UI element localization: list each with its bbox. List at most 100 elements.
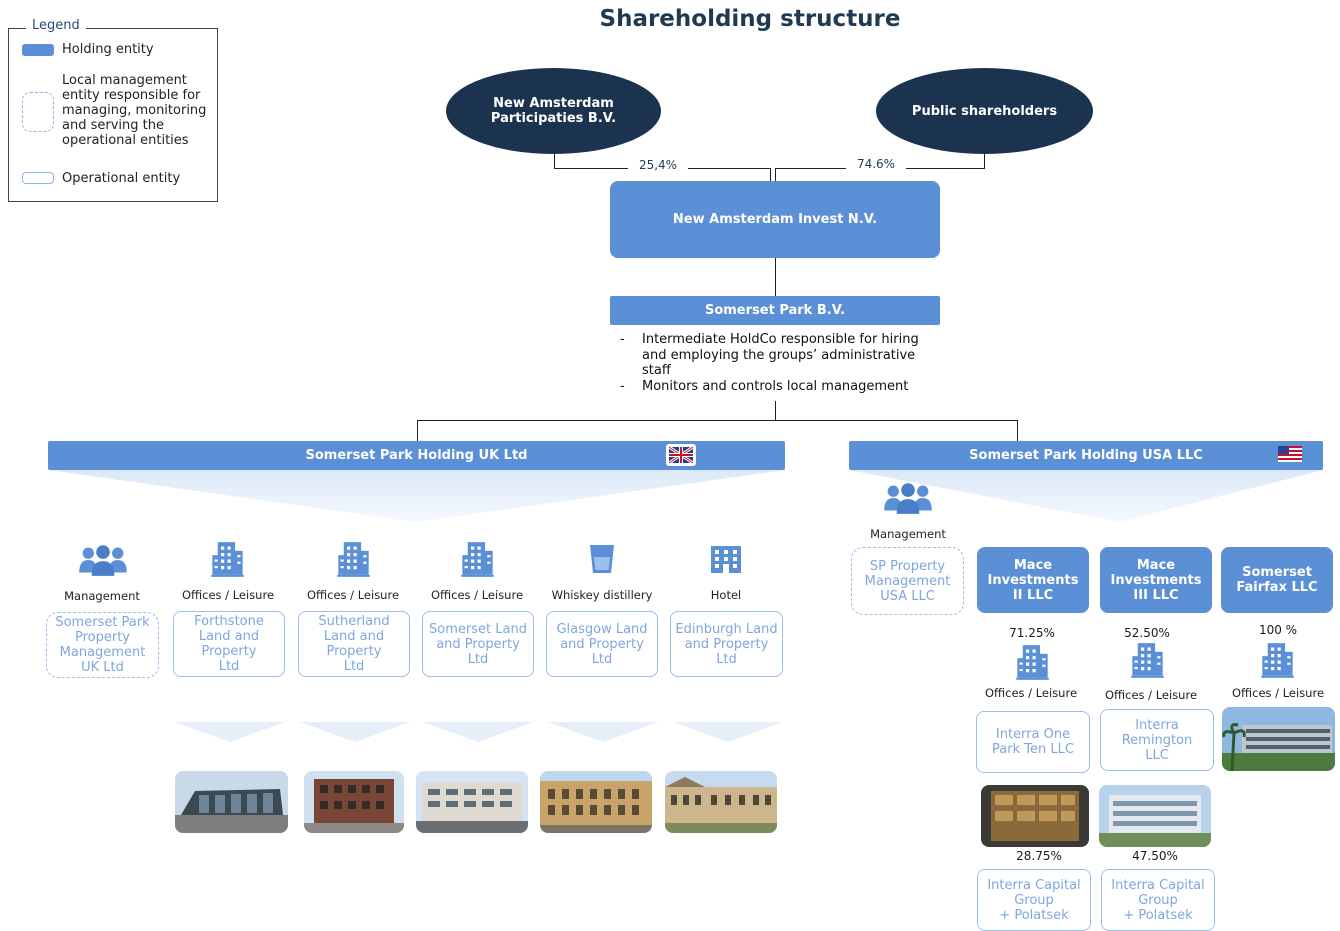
entity-line: Somerset [1242,565,1312,580]
uk-entity-type: Offices / Leisure [306,588,400,602]
entity-line: and Property [436,636,520,652]
property-photo [665,771,777,833]
uk-entity-type: Whiskey distillery [551,588,653,602]
entity-line: Management [864,573,951,589]
usa-entity-type: Offices / Leisure [1104,688,1198,702]
connector [554,154,555,169]
uk-entity-type: Management [64,589,140,603]
legend-operational-swatch [22,172,54,184]
uk-fan-shape [48,470,785,522]
connector [1017,420,1018,441]
entity-line: Ltd [343,659,365,674]
entity-line: LLC [1145,747,1169,763]
entity-line: Land and [323,629,385,644]
entity-line: Glasgow Land [556,621,648,637]
legend-local-line: Local management [62,73,187,88]
partner-percentage: 47.50% [1132,849,1178,863]
entity-line: Management [59,645,146,660]
building-icon [211,540,244,579]
public-label: Public shareholders [911,103,1058,119]
public-percentage: 74.6% [846,157,906,171]
nap-percentage: 25,4% [628,158,688,172]
connector [775,168,776,182]
entity-line: Remington [1121,732,1193,748]
page-title: Shareholding structure [599,6,901,32]
ownership-percentage: 52.50% [1124,626,1170,640]
usa-holding-box: Somerset Park Holding USA LLC [849,441,1323,470]
entity-line: Property [326,644,382,659]
uk-entity-type: Offices / Leisure [181,588,275,602]
entity-line: and Property [684,636,769,652]
property-photo [304,771,404,833]
entity-line: Forthstone [194,614,264,629]
public-oval: Public shareholders [876,68,1093,154]
spbv-bullet-line: Monitors and controls local management [642,378,909,394]
entity-line: Investments [1110,572,1202,588]
building-icon [337,540,370,579]
nap-line: New Amsterdam [493,96,614,111]
entity-line: Ltd [218,659,240,674]
uk-holding-box: Somerset Park Holding UK Ltd [48,441,785,470]
legend-local-line: operational entities [62,133,189,148]
entity-line: III LLC [1133,587,1179,603]
entity-line: Mace [1013,557,1053,573]
entity-line: Group [1014,892,1054,908]
connector [775,401,776,421]
entity-line: Group [1138,892,1178,908]
connector [417,420,1017,421]
ownership-percentage: 71.25% [1009,626,1055,640]
entity-line: II LLC [1012,587,1054,603]
entity-line: + Polatsek [1123,907,1193,923]
entity-line: Interra [1135,717,1179,733]
entity-line: + Polatsek [999,907,1069,923]
entity-line: Sutherland [318,614,390,629]
people-icon [77,543,129,577]
legend-holding-swatch [22,44,54,56]
property-photo [416,771,528,833]
building-icon [1016,643,1049,682]
entity-line: USA LLC [880,588,935,604]
entity-line: Mace [1136,557,1176,573]
entity-line: Edinburgh Land [675,621,778,637]
property-photo [1099,785,1211,847]
uk-entity-type: Offices / Leisure [430,588,524,602]
spbv-bullet-line: staff [642,363,671,378]
entity-line: Ltd [591,651,613,667]
entity-line: Park Ten LLC [992,742,1074,757]
connector [775,258,776,296]
bullet-dash: - [620,378,625,394]
building-icon [461,540,494,579]
entity-line: Somerset Park [55,615,150,630]
people-icon [882,481,934,515]
ownership-percentage: 100 % [1258,623,1298,637]
legend-local-swatch [22,92,54,132]
nap-line: Participaties B.V. [490,111,617,126]
usa-entity-type: Offices / Leisure [1231,686,1325,700]
entity-line: Interra Capital [1111,877,1205,893]
hotel-icon [710,543,742,575]
spbv-bullet-line: Intermediate HoldCo responsible for hiri… [642,332,919,347]
nap-oval: New Amsterdam Participaties B.V. [446,68,661,154]
bullet-dash: - [620,332,625,347]
entity-line: Interra Capital [987,877,1081,893]
legend-local-label: Local management entity responsible for … [62,73,206,148]
legend-local-line: entity responsible for [62,88,201,103]
entity-line: Ltd [716,651,737,667]
spbv-bullet-line: and employing the groups’ administrative [642,347,916,363]
legend-local-line: managing, monitoring [62,103,207,118]
whiskey-glass-icon [587,542,617,576]
legend-local-line: and serving the [62,118,164,133]
connector [984,154,985,169]
